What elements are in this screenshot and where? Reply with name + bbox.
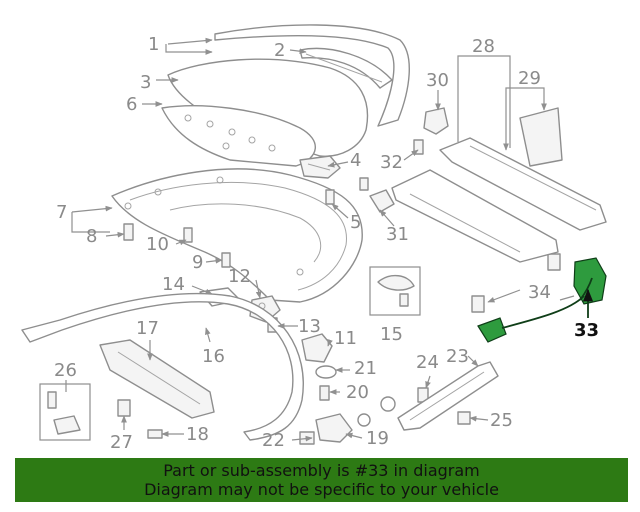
part-15-inset-box xyxy=(369,266,421,316)
callout-9: 9 xyxy=(192,252,203,273)
part-19-clip xyxy=(315,413,353,443)
callout-15: 15 xyxy=(380,324,403,345)
callout-19: 19 xyxy=(366,428,389,449)
callout-2: 2 xyxy=(274,40,285,61)
callout-numbers: 1 2 3 4 5 6 7 8 9 10 11 12 13 14 15 16 1… xyxy=(54,34,599,453)
part-28-rail xyxy=(439,137,607,231)
part-31-mount xyxy=(369,189,395,213)
callout-12: 12 xyxy=(228,266,251,287)
callout-29: 29 xyxy=(518,68,541,89)
part-2-seal-strip xyxy=(299,47,393,89)
callout-10: 10 xyxy=(146,234,169,255)
callout-7: 7 xyxy=(56,202,67,223)
callout-34: 34 xyxy=(528,282,551,303)
callout-23: 23 xyxy=(446,346,469,367)
callout-17: 17 xyxy=(136,318,159,339)
callout-30: 30 xyxy=(426,70,449,91)
callout-25: 25 xyxy=(490,410,513,431)
part-21-grommet xyxy=(315,365,337,379)
part-11-clip xyxy=(301,333,333,363)
part-1-trim-strip xyxy=(214,24,410,127)
callout-4: 4 xyxy=(350,150,361,171)
banner-line-2: Diagram may not be specific to your vehi… xyxy=(144,480,499,499)
callout-1: 1 xyxy=(148,34,159,55)
callout-20: 20 xyxy=(346,382,369,403)
part-30-bracket xyxy=(423,107,449,135)
callout-13: 13 xyxy=(298,316,321,337)
callout-26: 26 xyxy=(54,360,77,381)
info-banner: Part or sub-assembly is #33 in diagram D… xyxy=(15,458,628,502)
part-17-bracket xyxy=(99,339,215,419)
callout-24: 24 xyxy=(416,352,439,373)
callout-8: 8 xyxy=(86,226,97,247)
callout-21: 21 xyxy=(354,358,377,379)
part-33-highlighted xyxy=(477,257,607,343)
callout-18: 18 xyxy=(186,424,209,445)
callout-11: 11 xyxy=(334,328,357,349)
callout-32: 32 xyxy=(380,152,403,173)
callout-5: 5 xyxy=(350,212,361,233)
callout-31: 31 xyxy=(386,224,409,245)
banner-line-1: Part or sub-assembly is #33 in diagram xyxy=(163,461,480,480)
callout-3: 3 xyxy=(140,72,151,93)
callout-16: 16 xyxy=(202,346,225,367)
callout-6: 6 xyxy=(126,94,137,115)
leader-lines xyxy=(65,37,575,442)
part-6-inner-panel xyxy=(161,105,316,167)
callout-33: 33 xyxy=(574,320,599,341)
parts-diagram: 1 2 3 4 5 6 7 8 9 10 11 12 13 14 15 16 1… xyxy=(21,24,607,453)
part-16-seal xyxy=(21,292,304,441)
part-29-panel xyxy=(519,107,563,167)
callout-14: 14 xyxy=(162,274,185,295)
callout-27: 27 xyxy=(110,432,133,453)
callout-22: 22 xyxy=(262,430,285,451)
part-28-tray xyxy=(391,169,559,263)
callout-28: 28 xyxy=(472,36,495,57)
